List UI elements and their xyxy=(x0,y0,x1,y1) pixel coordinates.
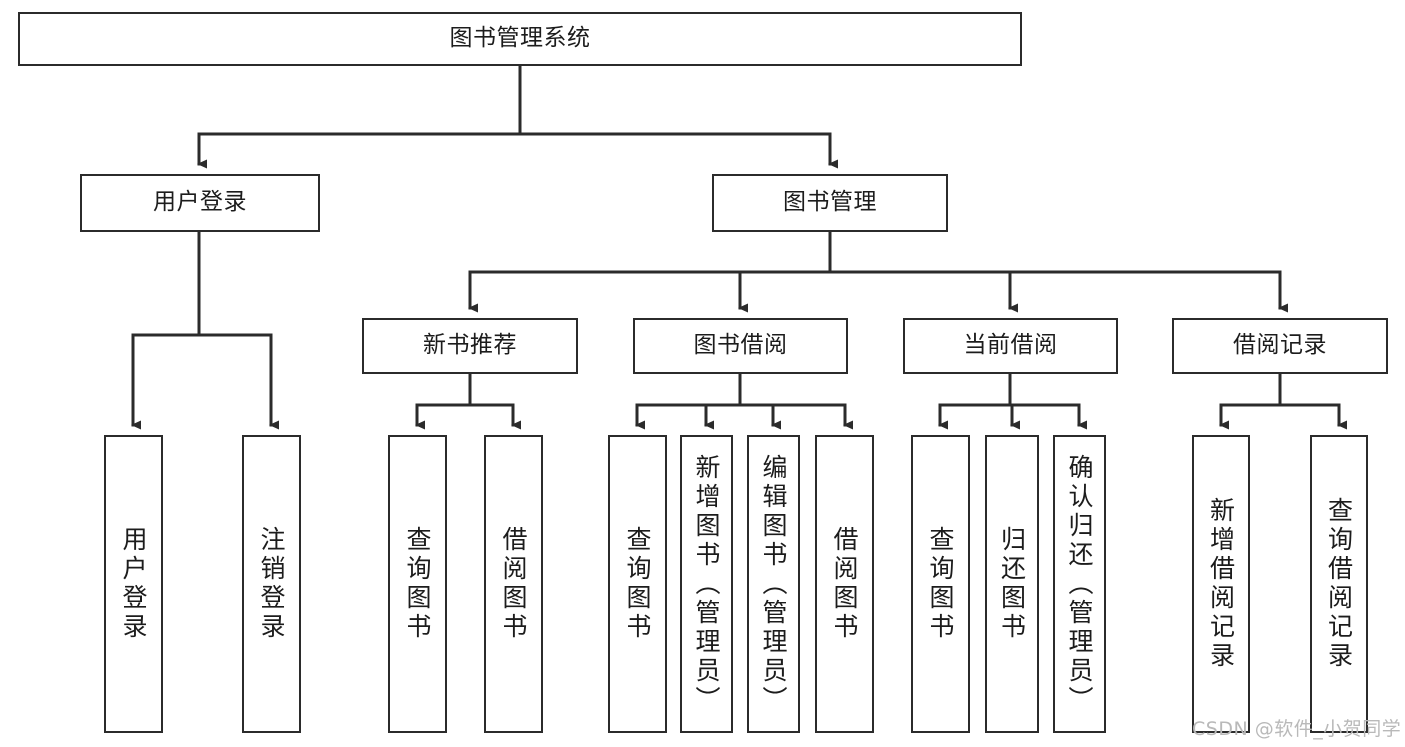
node-leaf-add-book-label: 新增图书（管理员） xyxy=(692,453,721,715)
node-leaf-user-login[interactable]: 用户登录 xyxy=(104,435,163,733)
node-root-system-label: 图书管理系统 xyxy=(449,25,591,52)
node-leaf-borrow-book-bor[interactable]: 借阅图书 xyxy=(815,435,874,733)
node-current-borrow[interactable]: 当前借阅 xyxy=(903,318,1118,374)
node-borrow-record-label: 借阅记录 xyxy=(1233,332,1327,359)
node-borrow-record[interactable]: 借阅记录 xyxy=(1172,318,1388,374)
node-user-login-label: 用户登录 xyxy=(153,189,247,216)
node-leaf-query-book-rec-label: 查询图书 xyxy=(403,526,432,642)
node-leaf-logout-label: 注销登录 xyxy=(257,526,286,642)
csdn-watermark: CSDN @软件_小贺同学 xyxy=(1192,718,1402,740)
node-leaf-query-book-bor-label: 查询图书 xyxy=(623,526,652,642)
node-leaf-edit-book-label: 编辑图书（管理员） xyxy=(759,453,788,715)
node-leaf-confirm-return-label: 确认归还（管理员） xyxy=(1065,453,1094,715)
node-leaf-query-record-label: 查询借阅记录 xyxy=(1324,497,1354,671)
node-leaf-confirm-return[interactable]: 确认归还（管理员） xyxy=(1053,435,1106,733)
node-leaf-edit-book[interactable]: 编辑图书（管理员） xyxy=(747,435,800,733)
node-current-borrow-label: 当前借阅 xyxy=(963,332,1058,359)
node-leaf-return-book-label: 归还图书 xyxy=(997,526,1027,642)
node-leaf-return-book[interactable]: 归还图书 xyxy=(985,435,1039,733)
node-leaf-add-record-label: 新增借阅记录 xyxy=(1206,497,1236,671)
node-leaf-user-login-label: 用户登录 xyxy=(119,526,148,642)
node-leaf-query-record[interactable]: 查询借阅记录 xyxy=(1310,435,1368,733)
node-leaf-query-book-cur[interactable]: 查询图书 xyxy=(911,435,970,733)
node-book-manage-label: 图书管理 xyxy=(783,189,877,216)
node-leaf-query-book-bor[interactable]: 查询图书 xyxy=(608,435,667,733)
node-user-login[interactable]: 用户登录 xyxy=(80,174,320,232)
node-book-borrow-label: 图书借阅 xyxy=(693,332,788,359)
node-book-borrow[interactable]: 图书借阅 xyxy=(633,318,848,374)
node-leaf-query-book-cur-label: 查询图书 xyxy=(926,526,955,642)
node-root-system[interactable]: 图书管理系统 xyxy=(18,12,1022,66)
node-new-book-recommend[interactable]: 新书推荐 xyxy=(362,318,578,374)
node-leaf-add-record[interactable]: 新增借阅记录 xyxy=(1192,435,1250,733)
node-leaf-borrow-book-bor-label: 借阅图书 xyxy=(830,526,859,642)
node-leaf-logout[interactable]: 注销登录 xyxy=(242,435,301,733)
node-leaf-borrow-book-rec[interactable]: 借阅图书 xyxy=(484,435,543,733)
node-new-book-recommend-label: 新书推荐 xyxy=(423,332,517,359)
node-leaf-query-book-rec[interactable]: 查询图书 xyxy=(388,435,447,733)
node-leaf-borrow-book-rec-label: 借阅图书 xyxy=(499,526,528,642)
node-leaf-add-book[interactable]: 新增图书（管理员） xyxy=(680,435,733,733)
node-book-manage[interactable]: 图书管理 xyxy=(712,174,948,232)
